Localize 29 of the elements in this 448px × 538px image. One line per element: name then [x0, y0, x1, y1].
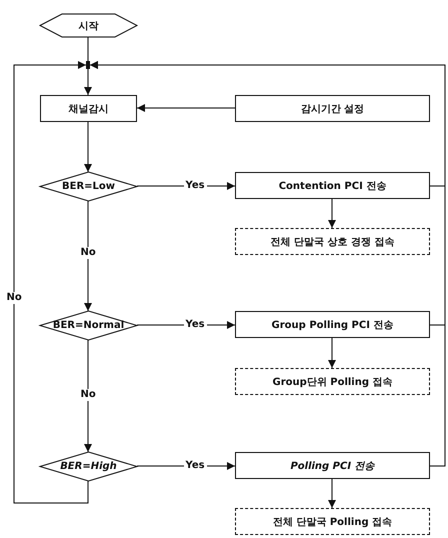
arrow — [90, 61, 446, 466]
arrow — [84, 68, 92, 96]
result-box: Group단위 Polling 접속 — [235, 368, 430, 395]
process-box: Contention PCI 전송 — [235, 172, 430, 199]
edge-label: No — [4, 292, 24, 304]
decision-diamond: BER=Normal — [40, 311, 137, 340]
arrow — [136, 321, 236, 329]
arrow — [136, 104, 236, 112]
result-box: 전체 단말국 상호 경쟁 접속 — [235, 228, 430, 255]
arrow — [14, 61, 88, 504]
arrow — [136, 462, 236, 470]
process-box: 감시기간 설정 — [235, 95, 430, 122]
arrow — [136, 182, 236, 190]
arrow — [328, 338, 336, 368]
edge-label: No — [78, 247, 98, 259]
arrow — [84, 200, 92, 312]
arrow — [84, 340, 92, 452]
process-box: Group Polling PCI 전송 — [235, 311, 430, 338]
decision-diamond: BER=High — [40, 452, 137, 481]
edge-label: No — [78, 389, 98, 401]
result-box: 전체 단말국 Polling 접속 — [235, 508, 430, 535]
arrow — [328, 478, 336, 508]
arrow — [328, 198, 336, 228]
process-box: Polling PCI 전송 — [235, 452, 430, 479]
start-terminal: 시작 — [40, 14, 137, 37]
process-box: 채널감시 — [40, 95, 137, 122]
arrow — [84, 122, 92, 172]
junction-mark — [86, 61, 90, 69]
decision-diamond: BER=Low — [40, 172, 137, 201]
